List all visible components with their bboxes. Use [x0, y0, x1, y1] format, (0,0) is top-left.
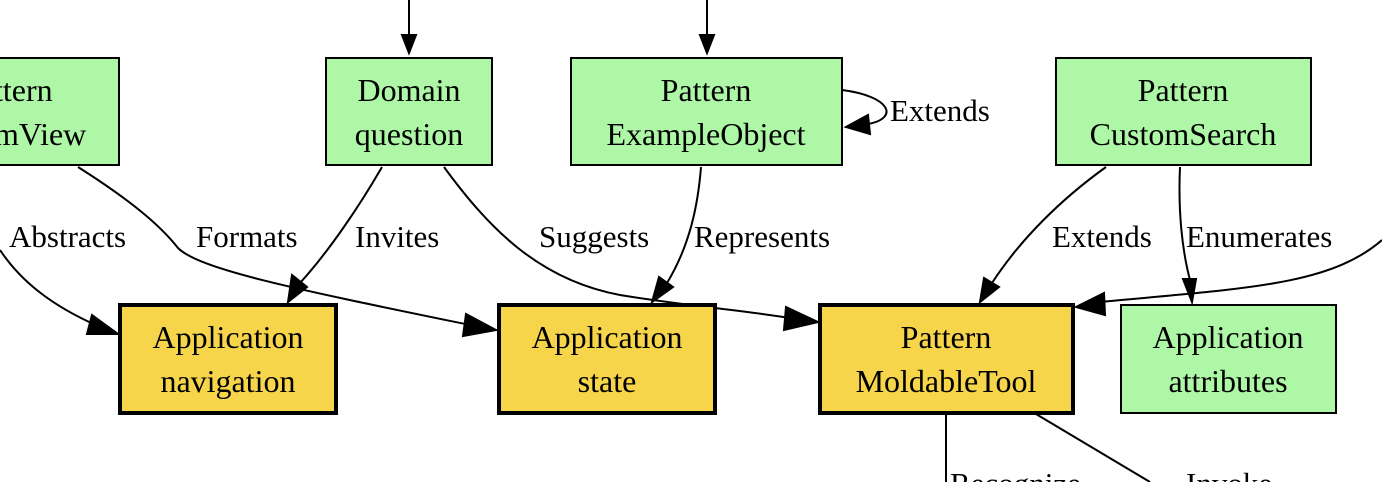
node-example-object-line2: ExampleObject	[606, 116, 805, 152]
edge-label-enumerates: Enumerates	[1186, 219, 1332, 254]
edge-label-represents: Represents	[694, 219, 830, 254]
edge-label-extends-self: Extends	[890, 93, 990, 128]
edge-label-invites: Invites	[355, 219, 439, 254]
node-moldable-tool-line2: MoldableTool	[856, 363, 1037, 399]
node-custom-view-line1: ttern	[0, 72, 53, 108]
node-application-navigation-line2: navigation	[160, 363, 295, 399]
node-example-object[interactable]: Pattern ExampleObject	[570, 57, 843, 166]
edge-label-abstracts: Abstracts	[9, 219, 126, 254]
node-application-navigation[interactable]: Application navigation	[118, 303, 338, 415]
node-custom-search[interactable]: Pattern CustomSearch	[1055, 57, 1312, 166]
edge-suggests	[443, 166, 822, 332]
edge-label-extends: Extends	[1052, 219, 1152, 254]
edge-from-right	[1073, 239, 1382, 317]
node-custom-search-line2: CustomSearch	[1090, 116, 1277, 152]
node-example-object-line1: Pattern	[661, 72, 752, 108]
node-application-state-line2: state	[578, 363, 637, 399]
edge-represents	[650, 166, 702, 305]
edge-label-recognize: Recognize	[950, 466, 1081, 482]
edge-formats	[77, 166, 500, 338]
edge-extends	[978, 166, 1107, 305]
edge-into-example-object	[698, 0, 716, 56]
node-application-navigation-line1: Application	[152, 319, 303, 355]
node-moldable-tool[interactable]: Pattern MoldableTool	[818, 303, 1075, 415]
node-domain-question-line2: question	[355, 116, 463, 152]
edge-invites	[286, 166, 383, 305]
node-domain-question[interactable]: Domain question	[325, 57, 493, 166]
edge-label-formats: Formats	[196, 219, 298, 254]
edge-label-invoke: Invoke	[1186, 466, 1272, 482]
edge-label-suggests: Suggests	[539, 219, 649, 254]
edge-extends-self-loop	[841, 89, 888, 136]
edge-enumerates	[1178, 166, 1198, 306]
edge-abstracts	[0, 249, 122, 335]
node-application-state-line1: Application	[531, 319, 682, 355]
node-application-attributes-line1: Application	[1152, 319, 1303, 355]
node-custom-search-line1: Pattern	[1138, 72, 1229, 108]
edge-invoke	[1035, 413, 1151, 482]
node-custom-view[interactable]: ttern mView	[0, 57, 120, 166]
node-custom-view-line2: mView	[0, 116, 86, 152]
node-application-attributes-line2: attributes	[1168, 363, 1287, 399]
node-moldable-tool-line1: Pattern	[901, 319, 992, 355]
edge-into-domain-question	[400, 0, 418, 56]
node-application-attributes[interactable]: Application attributes	[1120, 304, 1337, 414]
node-application-state[interactable]: Application state	[497, 303, 717, 415]
node-domain-question-line1: Domain	[357, 72, 460, 108]
